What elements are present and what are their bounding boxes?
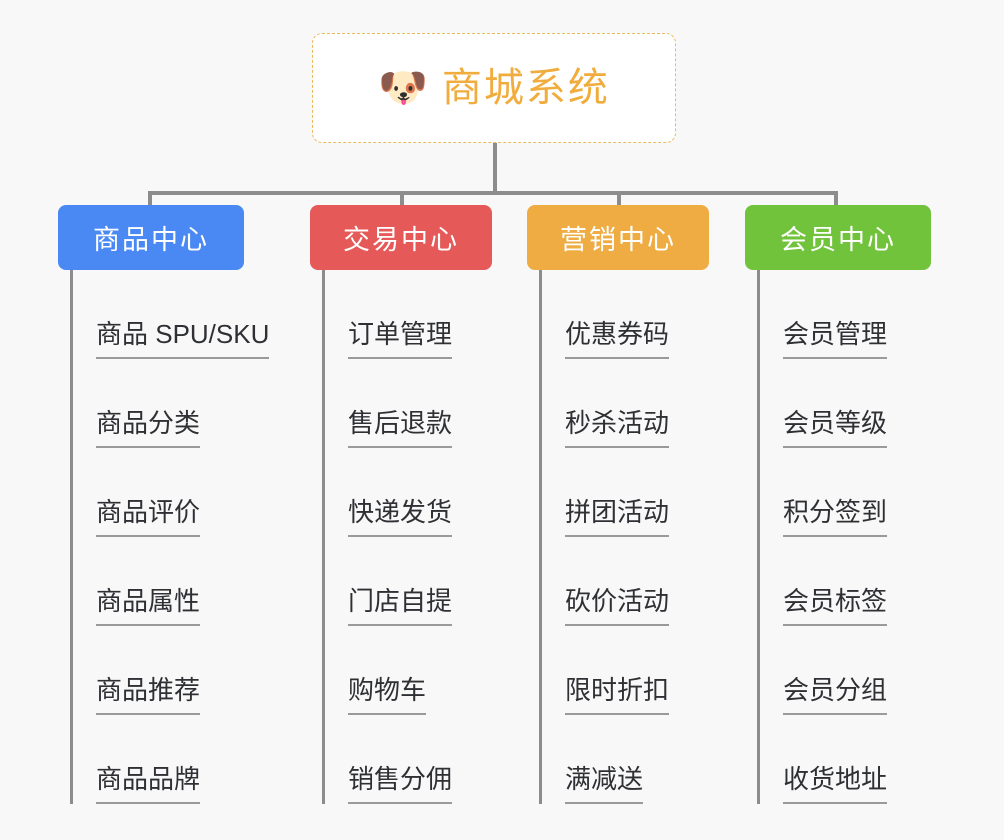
- leaf-item[interactable]: 砍价活动: [539, 537, 709, 626]
- branch-column-marketing: 营销中心 优惠券码 秒杀活动 拼团活动 砍价活动 限时折扣 满减送: [527, 205, 709, 804]
- leaf-label: 限时折扣: [565, 676, 670, 715]
- leaf-item[interactable]: 订单管理: [322, 270, 492, 359]
- leaf-item[interactable]: 购物车: [322, 626, 492, 715]
- leaf-item[interactable]: 秒杀活动: [539, 359, 709, 448]
- leaf-label: 商品属性: [96, 587, 201, 626]
- leaf-label: 订单管理: [348, 320, 453, 359]
- leaf-list-product: 商品 SPU/SKU 商品分类 商品评价 商品属性 商品推荐 商品品牌: [70, 270, 270, 804]
- connector-drop-2: [400, 191, 404, 211]
- category-title: 商品中心: [93, 225, 209, 255]
- leaf-label: 商品分类: [96, 409, 201, 448]
- leaf-label: 收货地址: [783, 765, 888, 804]
- leaf-list-member: 会员管理 会员等级 积分签到 会员标签 会员分组 收货地址: [757, 270, 931, 804]
- root-node[interactable]: 🐶 商城系统: [312, 33, 676, 143]
- leaf-label: 商品 SPU/SKU: [96, 320, 270, 359]
- branch-column-trade: 交易中心 订单管理 售后退款 快递发货 门店自提 购物车 销售分佣: [310, 205, 492, 804]
- leaf-item[interactable]: 收货地址: [757, 715, 931, 804]
- category-header-trade[interactable]: 交易中心: [310, 205, 492, 270]
- connector-drop-1: [148, 191, 152, 211]
- leaf-label: 会员标签: [783, 587, 888, 626]
- connector-root-stem: [493, 143, 497, 193]
- leaf-item[interactable]: 限时折扣: [539, 626, 709, 715]
- leaf-item[interactable]: 商品评价: [70, 448, 244, 537]
- leaf-label: 满减送: [565, 765, 644, 804]
- leaf-label: 商品评价: [96, 498, 201, 537]
- leaf-label: 销售分佣: [348, 765, 453, 804]
- category-header-marketing[interactable]: 营销中心: [527, 205, 709, 270]
- leaf-item[interactable]: 快递发货: [322, 448, 492, 537]
- leaf-label: 会员管理: [783, 320, 888, 359]
- leaf-label: 拼团活动: [565, 498, 670, 537]
- leaf-item[interactable]: 商品属性: [70, 537, 244, 626]
- leaf-item[interactable]: 拼团活动: [539, 448, 709, 537]
- dog-face-icon: 🐶: [378, 66, 428, 110]
- leaf-label: 商品品牌: [96, 765, 201, 804]
- leaf-list-marketing: 优惠券码 秒杀活动 拼团活动 砍价活动 限时折扣 满减送: [539, 270, 709, 804]
- connector-horizontal-bar: [148, 191, 838, 195]
- category-header-member[interactable]: 会员中心: [745, 205, 931, 270]
- leaf-label: 秒杀活动: [565, 409, 670, 448]
- leaf-item[interactable]: 销售分佣: [322, 715, 492, 804]
- branch-trunk: [539, 270, 542, 804]
- branch-trunk: [70, 270, 73, 804]
- leaf-item[interactable]: 商品推荐: [70, 626, 244, 715]
- leaf-label: 售后退款: [348, 409, 453, 448]
- leaf-item[interactable]: 商品分类: [70, 359, 244, 448]
- leaf-label: 优惠券码: [565, 320, 670, 359]
- branch-trunk: [322, 270, 325, 804]
- leaf-item[interactable]: 商品 SPU/SKU: [70, 270, 270, 359]
- branch-column-product: 商品中心 商品 SPU/SKU 商品分类 商品评价 商品属性 商品推荐 商品品牌: [58, 205, 270, 804]
- leaf-label: 商品推荐: [96, 676, 201, 715]
- leaf-item[interactable]: 会员标签: [757, 537, 931, 626]
- leaf-item[interactable]: 满减送: [539, 715, 709, 804]
- leaf-item[interactable]: 优惠券码: [539, 270, 709, 359]
- leaf-item[interactable]: 售后退款: [322, 359, 492, 448]
- branch-column-member: 会员中心 会员管理 会员等级 积分签到 会员标签 会员分组 收货地址: [745, 205, 931, 804]
- leaf-item[interactable]: 会员分组: [757, 626, 931, 715]
- leaf-label: 会员分组: [783, 676, 888, 715]
- branch-trunk: [757, 270, 760, 804]
- category-title: 交易中心: [343, 225, 459, 255]
- leaf-list-trade: 订单管理 售后退款 快递发货 门店自提 购物车 销售分佣: [322, 270, 492, 804]
- category-header-product[interactable]: 商品中心: [58, 205, 244, 270]
- leaf-label: 购物车: [348, 676, 427, 715]
- leaf-label: 门店自提: [348, 587, 453, 626]
- leaf-item[interactable]: 会员管理: [757, 270, 931, 359]
- leaf-item[interactable]: 积分签到: [757, 448, 931, 537]
- leaf-item[interactable]: 门店自提: [322, 537, 492, 626]
- leaf-label: 快递发货: [348, 498, 453, 537]
- connector-drop-4: [834, 191, 838, 211]
- leaf-label: 积分签到: [783, 498, 888, 537]
- root-title: 商城系统: [441, 66, 610, 110]
- leaf-item[interactable]: 会员等级: [757, 359, 931, 448]
- leaf-item[interactable]: 商品品牌: [70, 715, 244, 804]
- category-title: 营销中心: [560, 225, 676, 255]
- category-title: 会员中心: [780, 225, 896, 255]
- leaf-label: 会员等级: [783, 409, 888, 448]
- leaf-label: 砍价活动: [565, 587, 670, 626]
- connector-drop-3: [617, 191, 621, 211]
